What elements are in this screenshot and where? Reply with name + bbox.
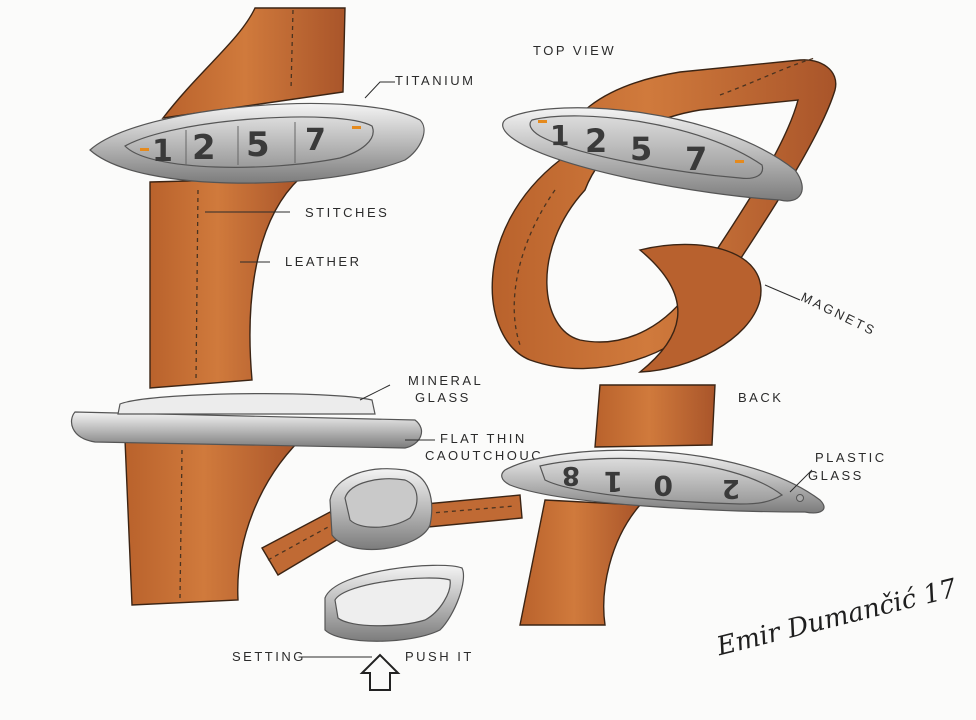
label-mineral: MINERAL: [408, 373, 483, 388]
bracelet-stitches-left: [513, 189, 556, 346]
mineral-leader: [359, 384, 391, 401]
bracelet-stitches-top: [719, 57, 816, 96]
label-glass: GLASS: [415, 390, 471, 405]
label-caoutchouc: CAOUTCHOUC: [425, 448, 543, 463]
front-right-marker: [352, 126, 361, 129]
label-leather: LEATHER: [285, 254, 362, 269]
label-back: BACK: [738, 390, 783, 405]
label-flat-thin: FLAT THIN: [440, 431, 527, 446]
bracelet-lower-band: [637, 243, 762, 373]
back-window: [539, 457, 784, 505]
back-upper-strap: [594, 384, 716, 448]
top-view-bracelet: 1 2 5 7: [491, 57, 837, 373]
label-plastic-glass: GLASS: [808, 468, 864, 483]
module-perspective: [261, 468, 523, 576]
top-digit-1: 1: [550, 119, 569, 152]
side-view-watch: [71, 392, 423, 606]
side-stitches: [179, 449, 183, 599]
front-digit-1: 1: [152, 134, 173, 169]
push-arrow-icon: [359, 653, 401, 691]
top-left-marker: [538, 120, 547, 123]
back-screw: [796, 494, 804, 502]
top-right-marker: [735, 160, 744, 163]
top-digit-3: 5: [630, 130, 652, 168]
setting-button-detail: [324, 564, 464, 642]
back-digit-1: 8: [562, 460, 580, 490]
titanium-leader: [364, 81, 395, 99]
side-case: [71, 411, 423, 449]
front-digit-2: 2: [192, 128, 216, 168]
designer-signature: Emir Dumančić 17: [713, 574, 960, 663]
front-upper-stitches: [290, 9, 294, 91]
front-lower-strap: [149, 177, 302, 389]
side-strap: [124, 439, 302, 606]
front-left-marker: [140, 148, 149, 151]
module-top: [344, 478, 418, 528]
back-digit-4: 2: [722, 473, 740, 503]
front-display-window: [124, 116, 374, 168]
side-crystal: [117, 392, 376, 415]
setting-button-top: [334, 577, 451, 627]
back-lower-strap: [519, 499, 642, 626]
label-top-view: TOP VIEW: [533, 43, 616, 58]
back-digit-3: 0: [654, 469, 673, 502]
label-plastic: PLASTIC: [815, 450, 887, 465]
back-digit-2: 1: [604, 465, 623, 498]
label-titanium: TITANIUM: [395, 73, 475, 88]
back-view-watch: 8 1 0 2: [501, 384, 825, 626]
plastic-glass-leader: [789, 469, 813, 493]
front-digit-3: 5: [246, 125, 270, 165]
label-setting: SETTING: [232, 649, 306, 664]
front-digit-4: 7: [305, 123, 326, 158]
magnets-leader: [764, 284, 801, 301]
top-digit-2: 2: [585, 122, 607, 160]
label-magnets: MAGNETS: [799, 289, 879, 338]
front-view-watch: 1 2 5 7: [89, 7, 425, 389]
module-strap-stitches: [267, 525, 331, 561]
label-stitches: STITCHES: [305, 205, 389, 220]
top-digit-4: 7: [685, 140, 707, 178]
front-upper-strap: [161, 7, 346, 119]
top-view-window: [529, 115, 764, 180]
label-push-it: PUSH IT: [405, 649, 474, 664]
